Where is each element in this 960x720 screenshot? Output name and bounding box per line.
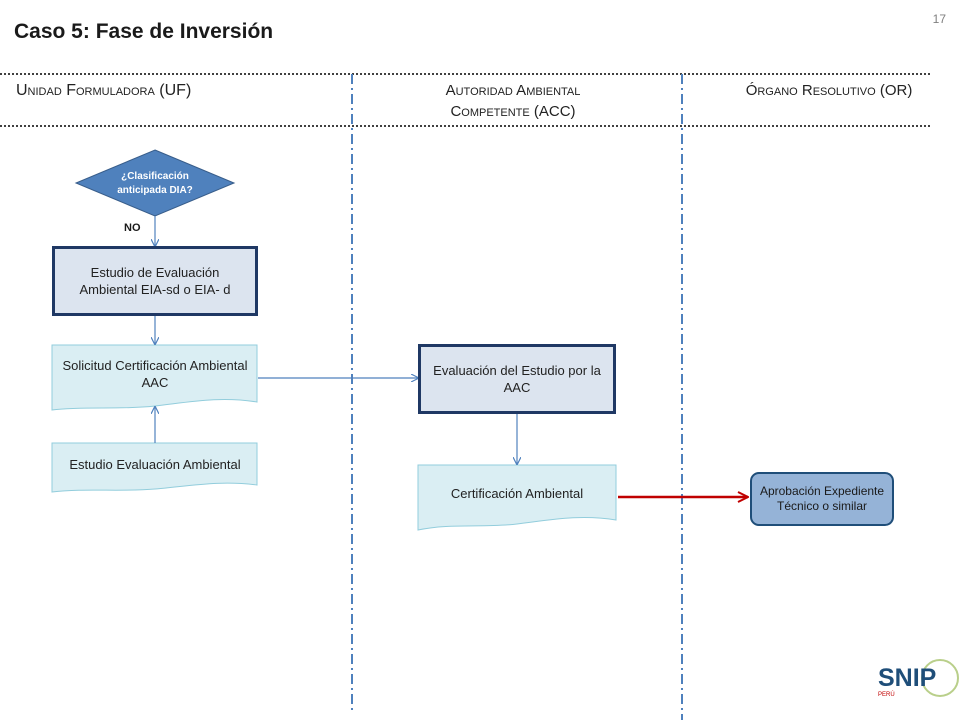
evaluacion-aac-box: Evaluación del Estudio por la AAC xyxy=(418,344,616,414)
snip-logo-subtext: PERÚ xyxy=(878,691,895,698)
slide-title: Caso 5: Fase de Inversión xyxy=(14,20,274,43)
solicitud-document-shape xyxy=(51,344,258,411)
estudio-eval-label: Estudio Evaluación Ambiental xyxy=(69,456,241,472)
snip-logo-text: SNIP xyxy=(878,664,936,692)
estudio-eia-box: Estudio de Evaluación Ambiental EIA-sd o… xyxy=(52,246,258,316)
page-number: 17 xyxy=(932,12,946,26)
aprobacion-box: Aprobación Expediente Técnico o similar xyxy=(750,472,894,526)
snip-logo-graphic: SNIP PERÚ xyxy=(870,652,960,712)
lane-header-or: Órgano Resolutivo (OR) xyxy=(700,80,958,101)
solicitud-label: Solicitud Certificación Ambiental AAC xyxy=(62,358,248,390)
decision-label: ¿Clasificación anticipada DIA? xyxy=(117,171,193,196)
lane-header-uf-text: Unidad Formuladora (UF) xyxy=(16,82,192,99)
decision-no-label: NO xyxy=(124,222,141,234)
lane-header-acc-line2: Competente (ACC) xyxy=(450,103,576,120)
lane-header-acc: Autoridad Ambiental Competente (ACC) xyxy=(368,80,658,122)
certificacion-label: Certificación Ambiental xyxy=(450,485,584,501)
snip-logo: SNIP PERÚ xyxy=(870,652,960,712)
certificacion-document-shape xyxy=(417,464,617,531)
lane-header-acc-line1: Autoridad Ambiental xyxy=(445,82,581,99)
lane-header-or-text: Órgano Resolutivo (OR) xyxy=(745,82,913,99)
lane-header-uf: Unidad Formuladora (UF) xyxy=(16,80,276,101)
estudio-eval-document-shape xyxy=(51,442,258,493)
